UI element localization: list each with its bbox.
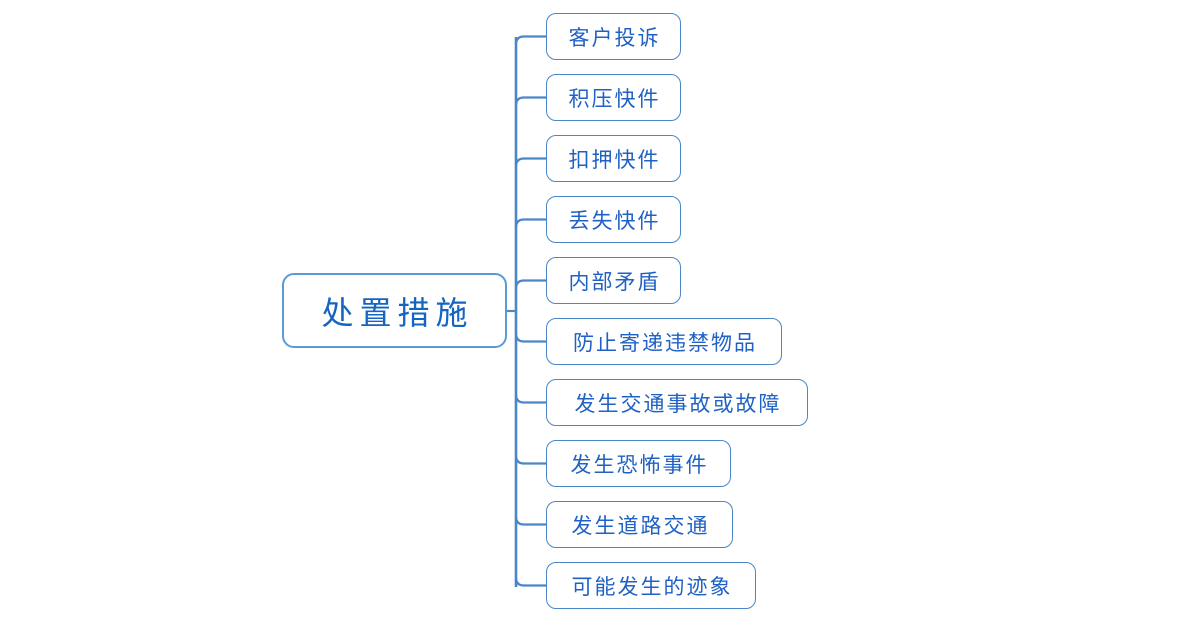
child-node-客户投诉[interactable]: 客户投诉: [546, 13, 681, 60]
connector-branch-丢失快件: [514, 218, 546, 228]
child-node-发生交通事故或故障[interactable]: 发生交通事故或故障: [546, 379, 808, 426]
child-node-防止寄递违禁物品[interactable]: 防止寄递违禁物品: [546, 318, 782, 365]
connector-branch-发生道路交通: [514, 516, 546, 526]
child-node-label: 发生恐怖事件: [570, 452, 709, 477]
child-node-label: 积压快件: [568, 86, 661, 111]
child-node-丢失快件[interactable]: 丢失快件: [546, 196, 681, 243]
connector-branch-发生交通事故或故障: [514, 394, 546, 404]
child-node-label: 丢失快件: [568, 208, 661, 233]
child-node-发生道路交通[interactable]: 发生道路交通: [546, 501, 733, 548]
child-node-label: 内部矛盾: [568, 269, 661, 294]
root-node-处置措施[interactable]: 处置措施: [282, 273, 507, 348]
connector-branch-发生恐怖事件: [514, 455, 546, 465]
child-node-label: 发生交通事故或故障: [574, 391, 782, 416]
connector-branch-扣押快件: [514, 157, 546, 167]
child-node-label: 扣押快件: [568, 147, 661, 172]
child-node-label: 可能发生的迹象: [571, 574, 733, 599]
child-node-label: 发生道路交通: [571, 513, 710, 538]
child-node-内部矛盾[interactable]: 内部矛盾: [546, 257, 681, 304]
connector-branch-防止寄递违禁物品: [514, 333, 546, 343]
child-node-扣押快件[interactable]: 扣押快件: [546, 135, 681, 182]
child-node-发生恐怖事件[interactable]: 发生恐怖事件: [546, 440, 731, 487]
connector-branch-内部矛盾: [514, 279, 546, 289]
child-node-label: 防止寄递违禁物品: [573, 330, 757, 355]
connector-branch-可能发生的迹象: [514, 577, 546, 587]
child-node-积压快件[interactable]: 积压快件: [546, 74, 681, 121]
child-node-label: 客户投诉: [568, 25, 661, 50]
connector-branch-客户投诉: [514, 35, 546, 45]
child-node-可能发生的迹象[interactable]: 可能发生的迹象: [546, 562, 756, 609]
connector-branch-积压快件: [514, 96, 546, 106]
root-node-label: 处置措施: [321, 293, 474, 332]
